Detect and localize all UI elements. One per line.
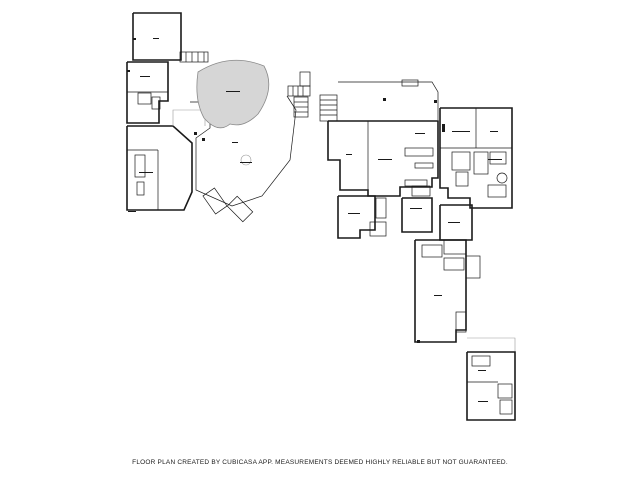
main-house	[319, 79, 516, 421]
left-building	[126, 12, 311, 223]
room-labels	[128, 38, 502, 402]
footer-disclaimer: FLOOR PLAN CREATED BY CUBICASA APP. MEAS…	[132, 459, 508, 466]
